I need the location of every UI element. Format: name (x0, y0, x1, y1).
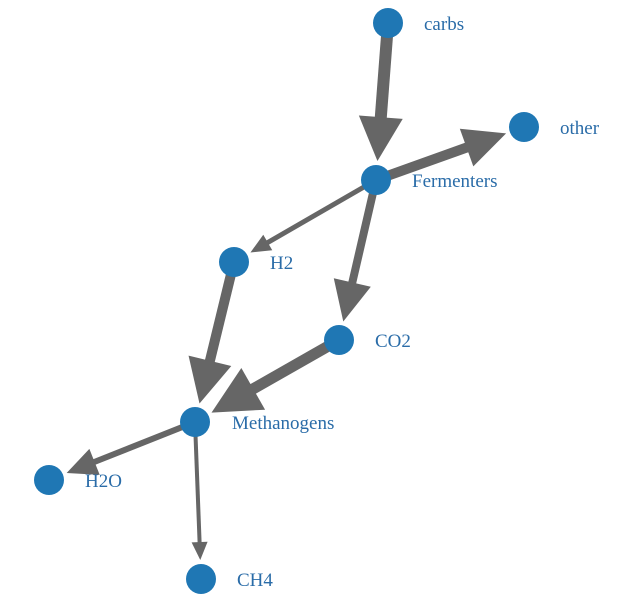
node-label-other: other (560, 118, 600, 139)
edge-co2-to-methanogens (211, 339, 334, 413)
edge-line (248, 339, 334, 395)
edge-carbs-to-fermenters (358, 31, 403, 162)
arrowhead-icon (459, 128, 507, 167)
edge-methanogens-to-ch4 (191, 430, 208, 561)
edge-fermenters-to-h2 (250, 182, 370, 253)
edge-line (264, 182, 370, 246)
node-label-co2: CO2 (375, 331, 411, 352)
arrowhead-icon (333, 278, 371, 322)
node-methanogens[interactable] (180, 407, 210, 437)
edge-line (382, 142, 471, 182)
node-h2[interactable] (219, 247, 249, 277)
node-label-fermenters: Fermenters (412, 171, 497, 192)
node-other[interactable] (509, 112, 539, 142)
arrowhead-icon (66, 448, 100, 475)
node-fermenters[interactable] (361, 165, 391, 195)
edge-line (193, 430, 202, 545)
nodes (34, 8, 539, 594)
edge-h2-to-methanogens (188, 269, 237, 404)
node-carbs[interactable] (373, 8, 403, 38)
arrowhead-icon (250, 234, 273, 253)
arrowhead-icon (188, 355, 232, 404)
node-label-ch4: CH4 (237, 570, 273, 591)
arrowhead-icon (211, 367, 266, 413)
node-ch4[interactable] (186, 564, 216, 594)
edge-line (374, 31, 394, 120)
edge-line (91, 422, 188, 466)
edge-line (204, 269, 237, 364)
node-co2[interactable] (324, 325, 354, 355)
arrowhead-icon (358, 115, 403, 162)
node-label-h2: H2 (270, 253, 293, 274)
edge-fermenters-to-other (382, 128, 507, 182)
edge-methanogens-to-h2o (66, 422, 188, 475)
arrowhead-icon (191, 541, 208, 561)
node-label-h2o: H2O (85, 471, 122, 492)
node-h2o[interactable] (34, 465, 64, 495)
edge-line (347, 187, 378, 286)
node-label-carbs: carbs (424, 14, 464, 35)
edge-fermenters-to-co2 (333, 187, 378, 322)
node-label-methanogens: Methanogens (232, 413, 334, 434)
edges (66, 31, 507, 561)
